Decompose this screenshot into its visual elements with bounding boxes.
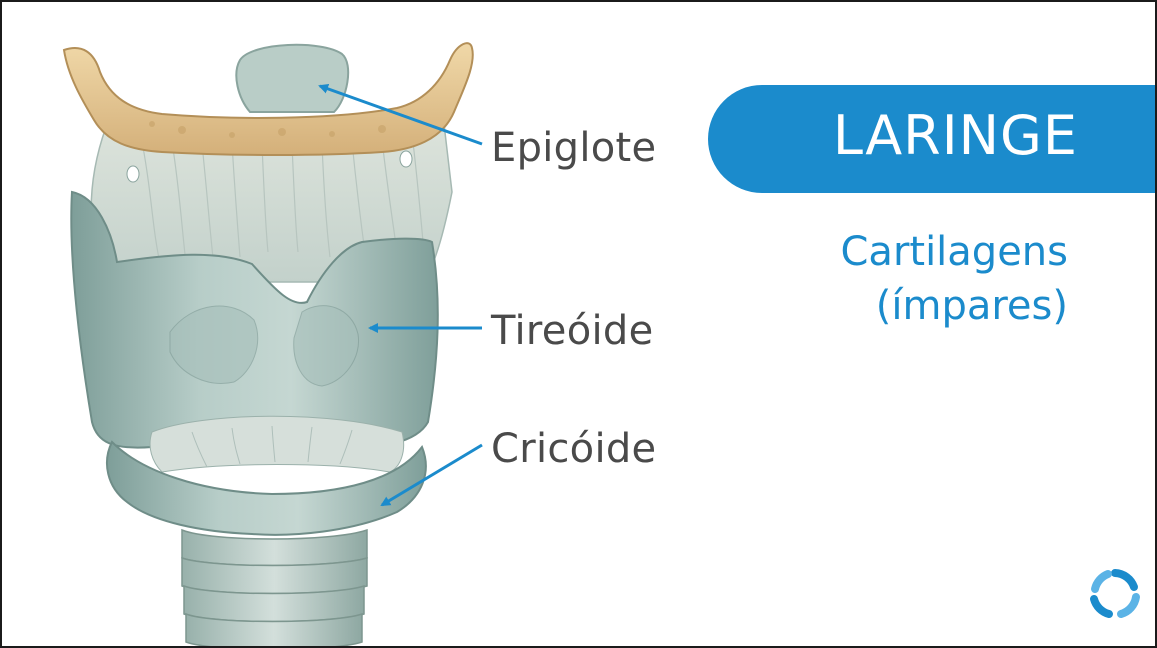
slide-subtitle: Cartilagens (ímpares) xyxy=(841,225,1069,333)
label-epiglote: Epiglote xyxy=(491,128,656,168)
epiglottis xyxy=(236,45,348,112)
label-cricoide: Cricóide xyxy=(491,429,656,469)
title-banner: LARINGE xyxy=(708,85,1157,193)
label-tireoide: Tireóide xyxy=(491,311,653,351)
subtitle-line-1: Cartilagens xyxy=(841,225,1069,279)
subtitle-line-2: (ímpares) xyxy=(841,279,1069,333)
trachea xyxy=(182,530,367,648)
slide-title: LARINGE xyxy=(833,109,1078,163)
cricothyroid-membrane xyxy=(150,416,404,472)
brand-logo-icon xyxy=(1088,567,1142,621)
